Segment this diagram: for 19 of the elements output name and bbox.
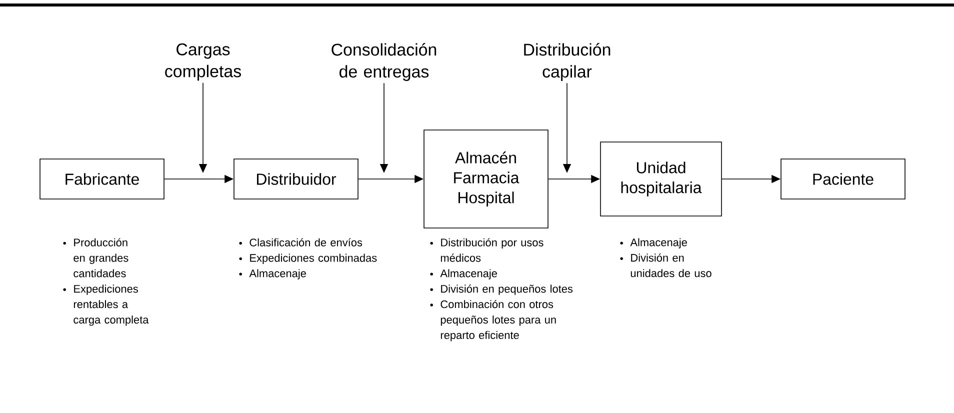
bullet-item: Almacenaje <box>620 238 687 248</box>
stage-label: Distribución capilar <box>524 43 610 81</box>
process-box: Distribuidor <box>234 158 358 200</box>
stage-label: Cargas completas <box>165 43 241 81</box>
bullet-item: Producción en grandes cantidades <box>63 238 128 278</box>
process-box: Almacén Farmacia Hospital <box>424 130 548 228</box>
bullet-item: Clasificación de envíos <box>239 238 362 246</box>
process-box: Fabricante <box>40 158 164 200</box>
bullet-item: División en unidades de uso <box>620 254 712 278</box>
bullet-item: Almacenaje <box>430 269 497 280</box>
stage-label: Consolidación de entregas <box>332 43 436 81</box>
bullet-item: Combinación con otros pequeños lotes para un reparto eficiente <box>430 300 556 342</box>
process-box: Unidad hospitalaria <box>600 142 722 216</box>
bullet-item: Distribución por usos médicos <box>430 238 544 262</box>
bullet-item: Almacenaje <box>239 269 306 280</box>
process-box: Paciente <box>780 158 906 200</box>
bullet-item: Expediciones combinadas <box>239 254 377 264</box>
bullet-item: Expediciones rentables a carga completa <box>63 284 149 326</box>
bullet-item: División en pequeños lotes <box>430 284 573 295</box>
